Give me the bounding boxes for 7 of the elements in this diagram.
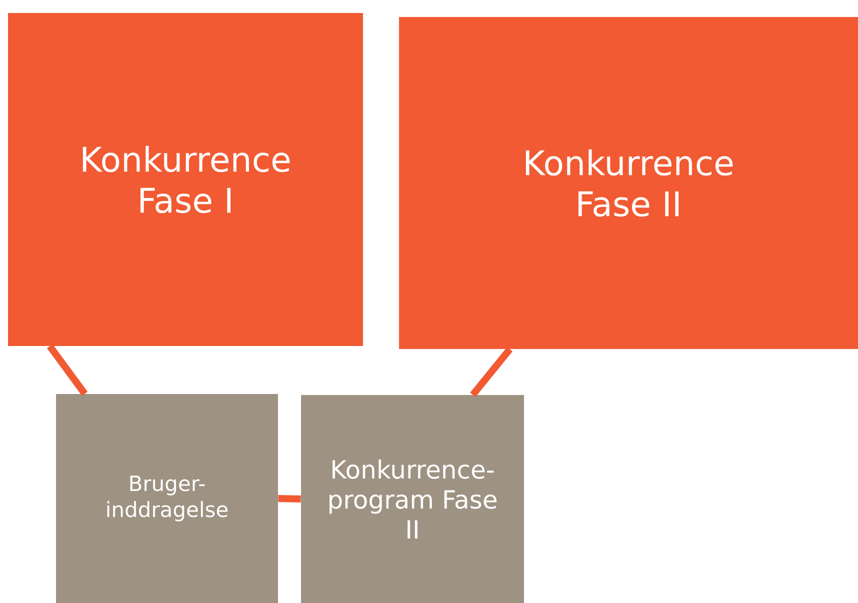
connector-line (278, 495, 301, 502)
phase-box: Konkurrence Fase I (8, 13, 363, 346)
connector-line (46, 344, 88, 396)
connector-line (470, 347, 513, 398)
process-box: Konkurrence- program Fase II (301, 395, 524, 603)
process-box: Bruger- inddragelse (56, 394, 278, 603)
phase-box: Konkurrence Fase II (399, 17, 858, 349)
